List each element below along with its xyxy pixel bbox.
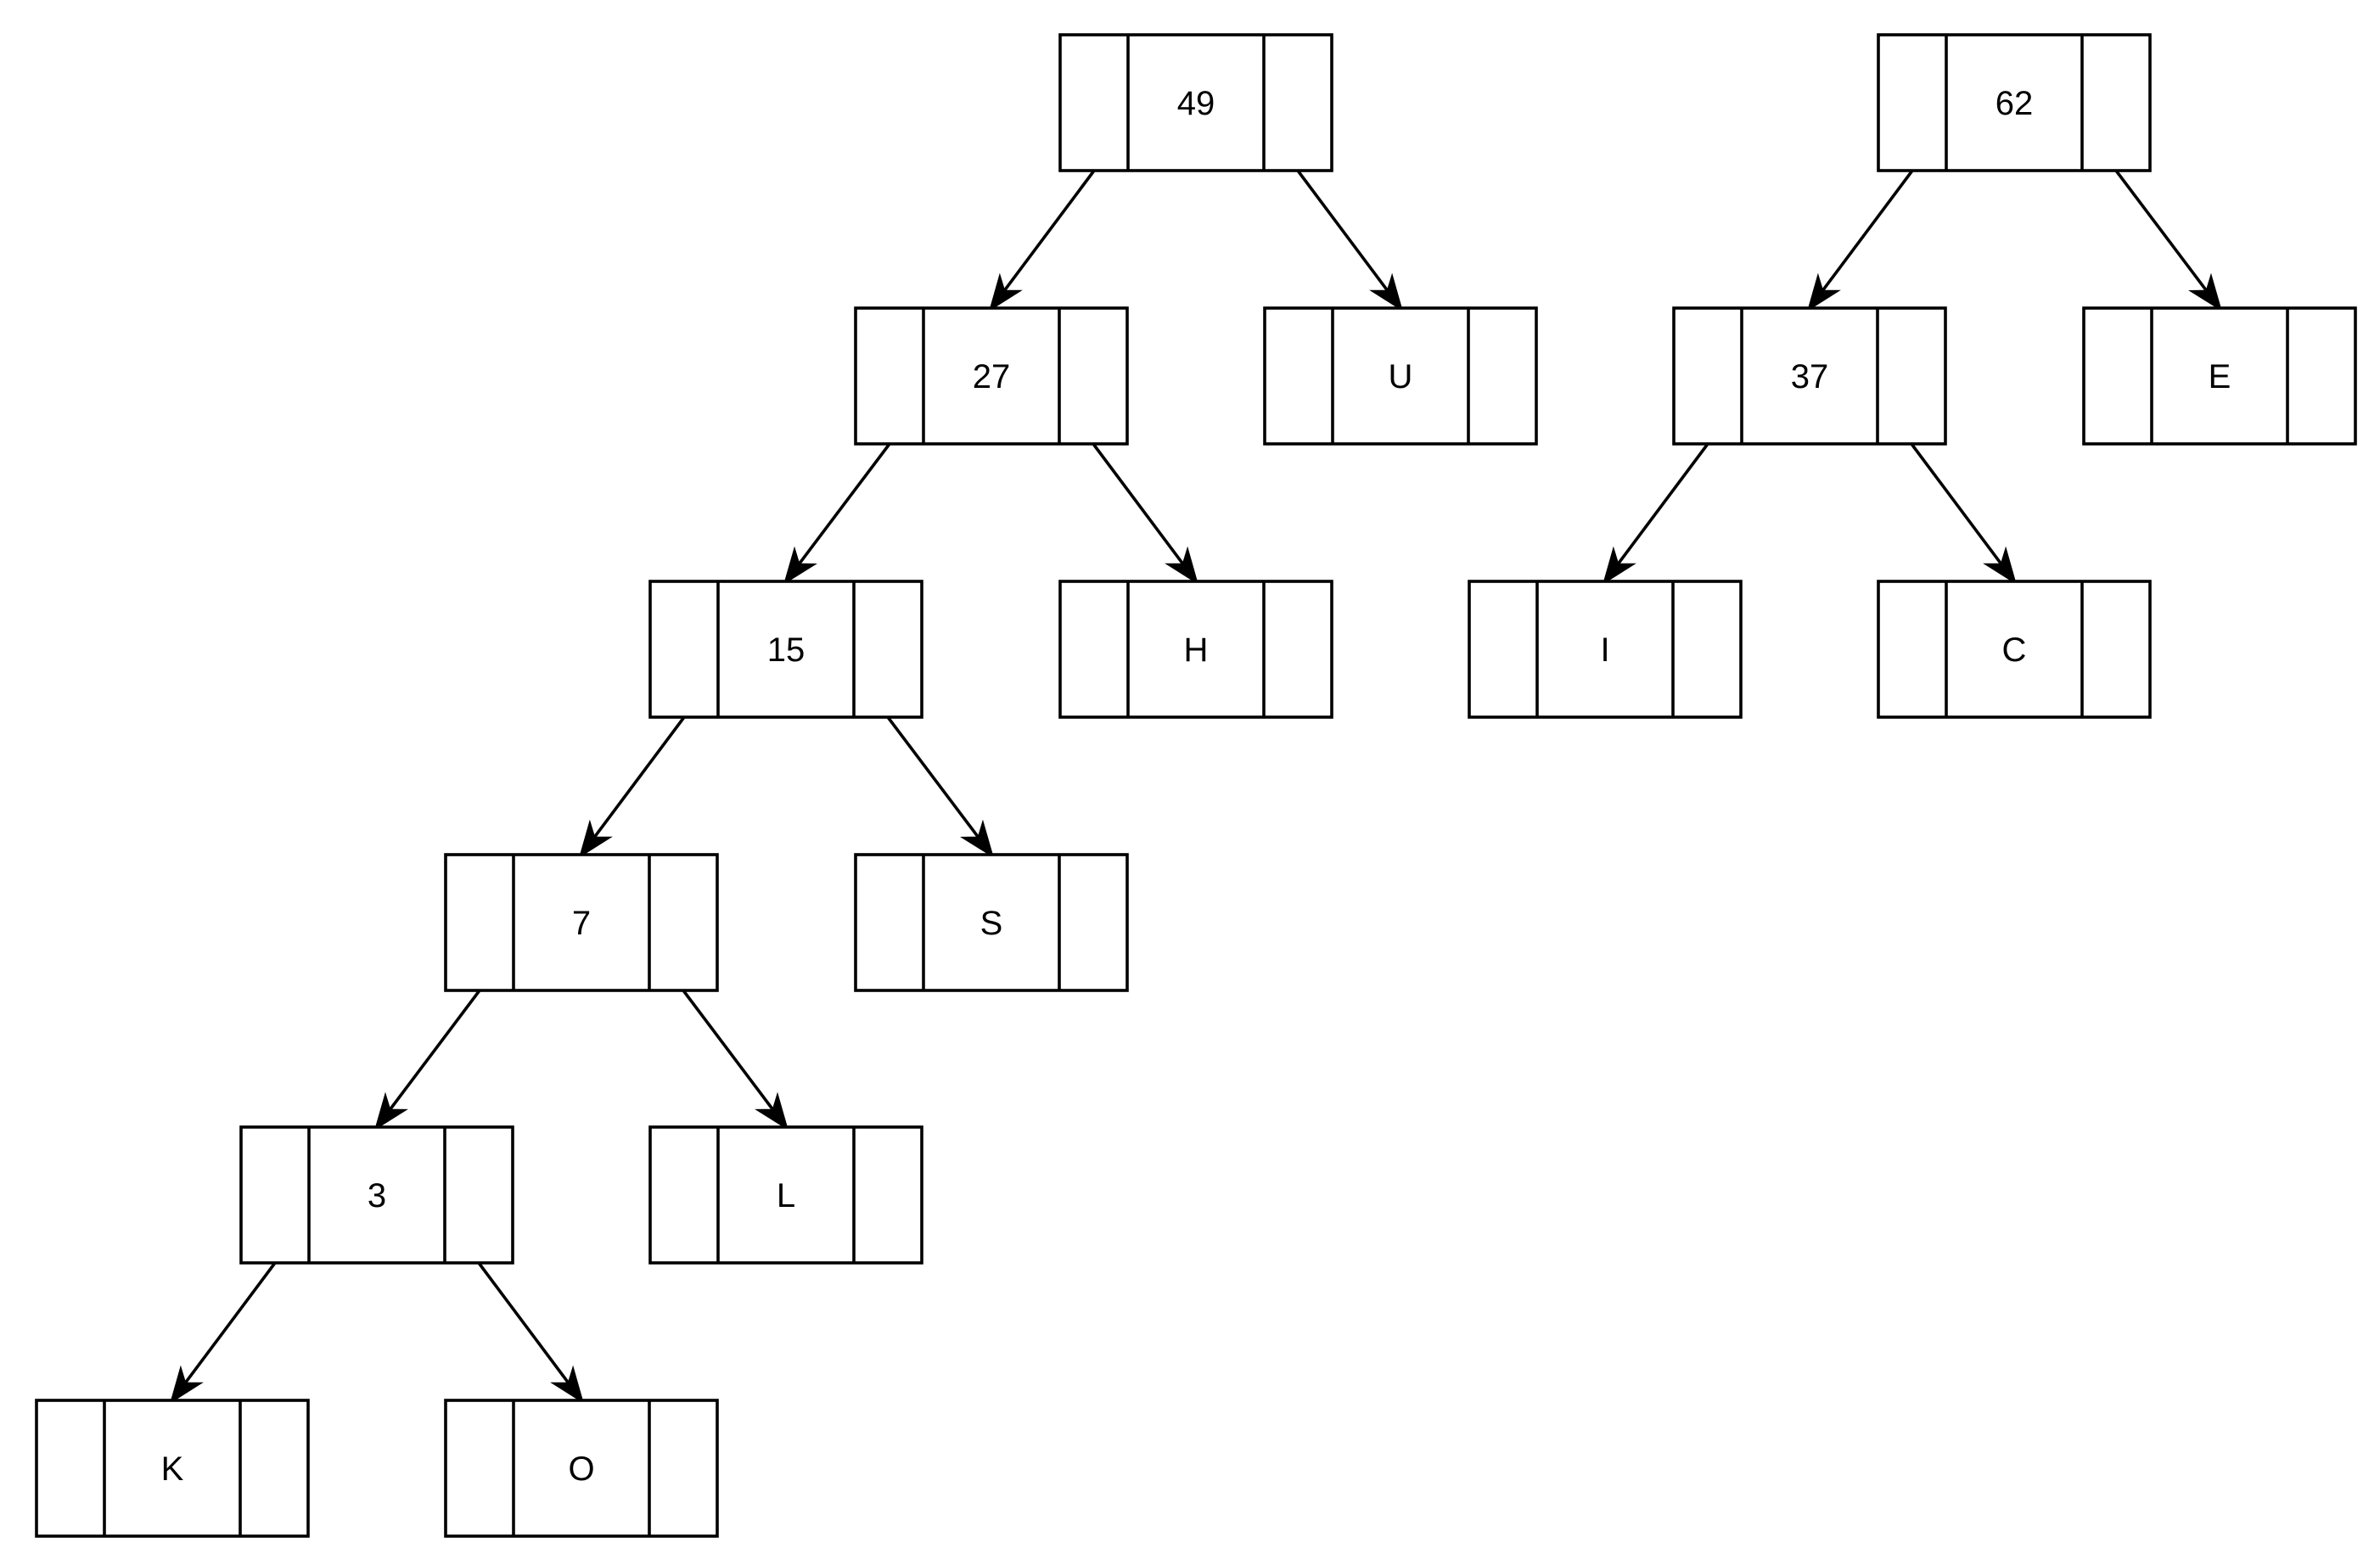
edge-15-to-s [886,715,995,859]
arrowhead-icon [1602,546,1636,586]
arrowhead-icon [1806,272,1841,312]
node-label: U [1389,358,1413,395]
edge-line [1614,442,1709,569]
tree-node-3: 3 [239,1125,514,1265]
arrowhead-icon [988,272,1023,312]
node-box [854,306,1129,446]
node-box [648,580,923,719]
tree-node-h: H [1058,580,1333,719]
node-label: 37 [1791,358,1829,395]
edge-37-to-i [1602,442,1709,586]
tree-node-l: L [648,1125,923,1265]
edge-27-to-h [1092,442,1199,586]
edge-62-to-37 [1806,169,1914,312]
arrowhead-icon [1983,546,2018,586]
edge-3-to-k [169,1261,277,1405]
arrowhead-icon [373,1091,408,1131]
edge-line [477,1261,573,1388]
node-box [35,1399,310,1538]
edge-line [1910,442,2006,569]
edge-line [794,442,891,569]
arrowhead-icon [2188,272,2223,312]
node-box [1058,33,1333,172]
node-box [1877,33,2152,172]
edge-line [1092,442,1187,569]
edge-62-to-e [2114,169,2223,312]
node-label: K [161,1450,184,1488]
edge-line [590,715,686,843]
node-box [444,853,719,992]
tree-node-37: 37 [1672,306,1947,446]
arrowhead-icon [169,1365,204,1405]
tree-node-c: C [1877,580,2152,719]
node-label: H [1184,631,1209,669]
arrowhead-icon [783,546,817,586]
node-label: 15 [767,631,805,669]
tree-node-u: U [1263,306,1538,446]
tree-node-49: 49 [1058,33,1333,172]
tree-node-i: I [1468,580,1743,719]
node-label: 27 [973,358,1011,395]
edge-7-to-3 [373,989,481,1131]
tree-node-62: 62 [1877,33,2152,172]
tree-node-k: K [35,1399,310,1538]
tree-node-15: 15 [648,580,923,719]
tree-node-o: O [444,1399,719,1538]
edge-3-to-o [477,1261,585,1405]
node-label: S [980,905,1003,942]
edge-line [682,989,777,1115]
edge-37-to-c [1910,442,2018,586]
arrowhead-icon [755,1091,789,1131]
node-box [2082,306,2357,446]
node-label: O [568,1450,594,1488]
node-label: E [2209,358,2231,395]
node-box [854,853,1129,992]
tree-node-s: S [854,853,1129,992]
node-box [648,1125,923,1265]
edge-49-to-27 [988,169,1096,312]
node-label: 62 [1995,85,2034,122]
nodes-layer: 49 27 U 15 H 7 S 3 L K O 62 37 E I C [35,33,2357,1538]
node-box [1263,306,1538,446]
edge-line [1000,169,1096,296]
arrowhead-icon [1369,272,1404,312]
node-box [1672,306,1947,446]
node-box [444,1399,719,1538]
node-label: C [2002,631,2027,669]
node-box [1468,580,1743,719]
node-label: 49 [1177,85,1215,122]
arrowhead-icon [578,819,613,859]
edge-line [1296,169,1392,296]
edge-line [1818,169,1914,296]
tree-node-7: 7 [444,853,719,992]
edge-7-to-l [682,989,789,1131]
arrowhead-icon [550,1365,585,1405]
edge-27-to-15 [783,442,891,586]
edge-line [2114,169,2211,296]
edge-15-to-7 [578,715,686,859]
node-label: 3 [368,1177,386,1214]
edge-49-to-u [1296,169,1404,312]
node-label: I [1600,631,1609,669]
node-box [1058,580,1333,719]
node-box [1877,580,2152,719]
node-box [239,1125,514,1265]
edge-line [385,989,481,1115]
edge-line [886,715,983,843]
edge-line [181,1261,277,1388]
arrowhead-icon [1165,546,1199,586]
node-label: L [777,1177,795,1214]
arrowhead-icon [960,819,995,859]
tree-node-e: E [2082,306,2357,446]
tree-node-27: 27 [854,306,1129,446]
node-label: 7 [572,905,591,942]
edges-layer [169,169,2223,1405]
